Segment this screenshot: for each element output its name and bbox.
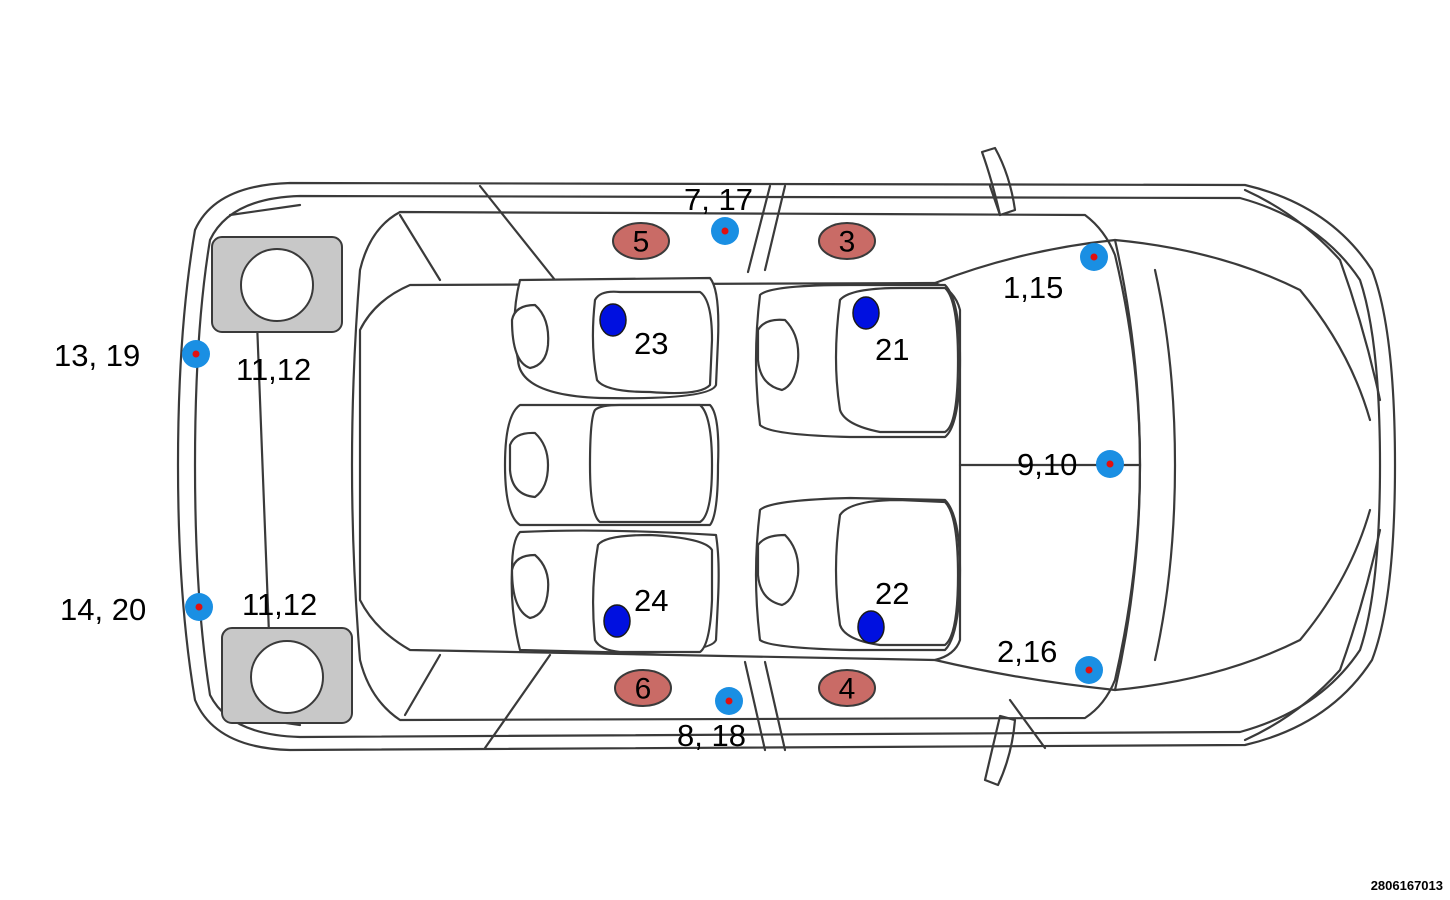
rear-seat-left <box>510 276 720 400</box>
wheel-rear-bottom-label: 11,12 <box>242 587 317 622</box>
rear-seat-right <box>510 529 720 654</box>
sensor-2-16 <box>1075 656 1103 684</box>
sensor-14-20 <box>185 593 213 621</box>
seat-sensor-24-label: 24 <box>634 583 668 618</box>
front-seat-bottom <box>754 496 962 652</box>
zone-3: 3 <box>818 222 876 260</box>
sensor-13-19 <box>182 340 210 368</box>
sensor-8-18-label: 8, 18 <box>677 718 746 753</box>
zone-4: 4 <box>818 669 876 707</box>
reference-code: 2806167013 <box>1371 878 1443 893</box>
sensor-7-17 <box>711 217 739 245</box>
rear-seat-middle <box>503 403 720 527</box>
sensor-7-17-label: 7, 17 <box>684 182 753 217</box>
seat-sensor-22-label: 22 <box>875 576 909 611</box>
sensor-13-19-label: 13, 19 <box>54 338 140 373</box>
sensor-1-15 <box>1080 243 1108 271</box>
zone-3-label: 3 <box>839 226 856 259</box>
sensor-9-10-label: 9,10 <box>1017 447 1077 482</box>
sensor-9-10 <box>1096 450 1124 478</box>
seat-sensor-23-label: 23 <box>634 326 668 361</box>
zone-4-label: 4 <box>839 673 856 706</box>
zone-6: 6 <box>614 669 672 707</box>
sensor-14-20-label: 14, 20 <box>60 592 146 627</box>
seat-sensor-24 <box>603 604 631 638</box>
zone-5-label: 5 <box>633 226 650 259</box>
wheel-rear-top <box>211 236 343 333</box>
sensor-2-16-label: 2,16 <box>997 634 1057 669</box>
seat-sensor-21 <box>852 296 880 330</box>
wheel-rear-top-label: 11,12 <box>236 352 311 387</box>
seats <box>503 276 962 654</box>
seat-sensor-21-label: 21 <box>875 332 909 367</box>
car-body <box>176 146 1397 787</box>
wheel-rear-bottom <box>221 627 353 724</box>
zone-6-label: 6 <box>635 673 652 706</box>
sensor-1-15-label: 1,15 <box>1003 270 1063 305</box>
seat-sensor-23 <box>599 303 627 337</box>
seat-sensor-22 <box>857 610 885 644</box>
sensor-8-18 <box>715 687 743 715</box>
zone-5: 5 <box>612 222 670 260</box>
